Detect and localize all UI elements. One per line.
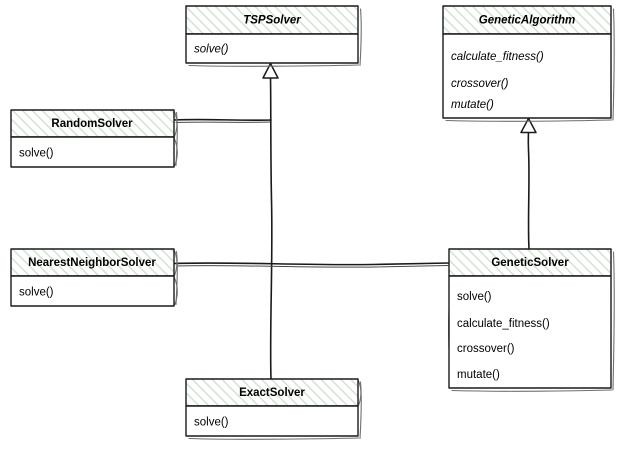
relationship-layer bbox=[173, 62, 537, 380]
geneticsolver-header-rect bbox=[448, 248, 612, 277]
edge-genetic-to-ga bbox=[527, 130, 530, 250]
nearestneighborsolver-header-rect bbox=[10, 248, 175, 277]
edge-exact-to-tsp bbox=[269, 77, 273, 380]
tspsolver-method-0: solve() bbox=[194, 44, 229, 56]
class-box-geneticalgorithm[interactable]: GeneticAlgorithm calculate_fitness() cro… bbox=[442, 5, 615, 122]
exactsolver-title: ExactSolver bbox=[239, 387, 305, 399]
geneticsolver-body-rect bbox=[448, 275, 612, 389]
geneticalgorithm-method-0: calculate_fitness() bbox=[451, 51, 544, 63]
class-box-randomsolver[interactable]: RandomSolver solve() bbox=[10, 109, 178, 168]
class-box-exactsolver[interactable]: ExactSolver solve() bbox=[185, 378, 362, 440]
edge-genetic-to-tsp-sketch bbox=[176, 265, 449, 268]
exactsolver-method-0: solve() bbox=[194, 417, 229, 429]
tspsolver-sketch-shadow bbox=[188, 8, 362, 67]
randomsolver-body-right-curl bbox=[173, 138, 178, 167]
nearestneighborsolver-body-rect bbox=[10, 275, 175, 307]
exactsolver-header-right-curl bbox=[357, 380, 362, 408]
exactsolver-sketch-shadow bbox=[188, 381, 362, 440]
tspsolver-header-rect bbox=[185, 5, 359, 35]
inheritance-arrow-tspsolver bbox=[262, 62, 279, 79]
edge-nearest-to-tsp bbox=[173, 262, 450, 266]
edge-random-to-tsp-sketch bbox=[175, 121, 271, 123]
exactsolver-body-rect bbox=[185, 405, 359, 437]
geneticalgorithm-body-rect bbox=[442, 33, 612, 119]
geneticalgorithm-sketch-shadow bbox=[445, 8, 615, 122]
geneticalgorithm-header-rect bbox=[442, 5, 612, 35]
geneticalgorithm-method-1: crossover() bbox=[451, 78, 509, 90]
geneticsolver-method-1: calculate_fitness() bbox=[457, 318, 550, 330]
randomsolver-title: RandomSolver bbox=[51, 118, 133, 130]
class-box-tspsolver[interactable]: TSPSolver solve() bbox=[185, 5, 362, 67]
randomsolver-method-0: solve() bbox=[19, 148, 54, 160]
geneticsolver-title: GeneticSolver bbox=[491, 257, 569, 269]
geneticsolver-sketch-shadow bbox=[451, 251, 615, 392]
randomsolver-header-rect bbox=[10, 109, 175, 138]
edge-random-to-tsp bbox=[173, 118, 272, 122]
randomsolver-body-rect bbox=[10, 136, 175, 168]
nearestneighborsolver-title: NearestNeighborSolver bbox=[28, 257, 156, 269]
geneticalgorithm-title: GeneticAlgorithm bbox=[479, 15, 575, 27]
tspsolver-title: TSPSolver bbox=[243, 15, 301, 27]
class-box-nearestneighborsolver[interactable]: NearestNeighborSolver solve() bbox=[10, 248, 178, 307]
nearestneighborsolver-method-0: solve() bbox=[19, 287, 54, 299]
nearestneighborsolver-header-right-curl bbox=[173, 250, 178, 278]
geneticsolver-method-0: solve() bbox=[457, 291, 492, 303]
class-box-geneticsolver[interactable]: GeneticSolver solve() calculate_fitness(… bbox=[448, 248, 615, 392]
geneticsolver-method-2: crossover() bbox=[457, 343, 515, 355]
randomsolver-header-right-curl bbox=[173, 111, 178, 139]
nearestneighborsolver-body-right-curl bbox=[173, 277, 178, 306]
inheritance-arrow-geneticalgorithm bbox=[520, 117, 537, 134]
tspsolver-body-rect bbox=[185, 33, 359, 64]
geneticsolver-method-3: mutate() bbox=[457, 369, 500, 381]
geneticalgorithm-method-2: mutate() bbox=[451, 99, 494, 111]
exactsolver-header-rect bbox=[185, 378, 359, 407]
